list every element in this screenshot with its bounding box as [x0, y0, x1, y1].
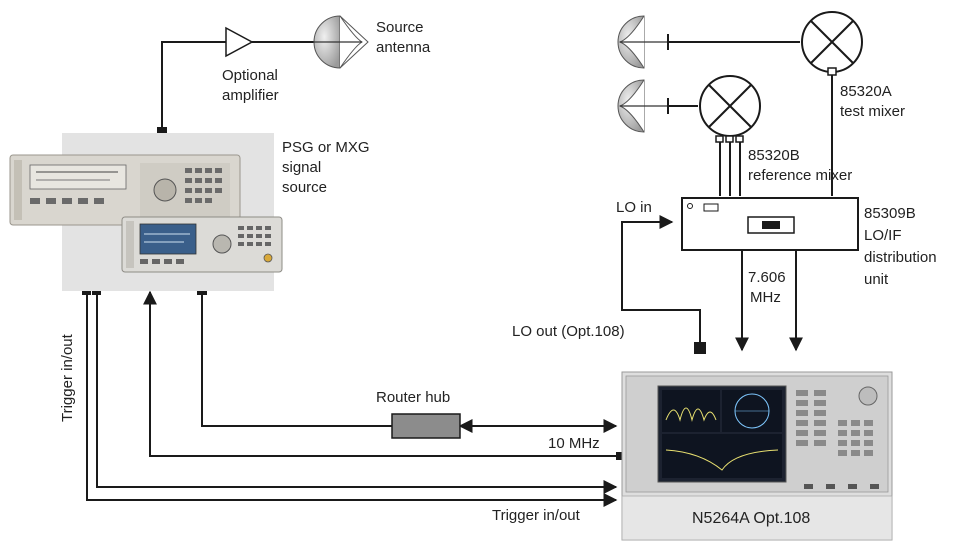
svg-text:7.606: 7.606: [748, 269, 786, 286]
svg-text:unit: unit: [864, 271, 889, 288]
reference-antenna-icon: [618, 80, 668, 132]
svg-text:amplifier: amplifier: [222, 87, 279, 104]
trigger-left-label: Trigger in/out: [59, 333, 76, 422]
svg-text:antenna: antenna: [376, 39, 431, 56]
signal-source-instruments: [10, 133, 282, 291]
reference-mixer-label: 85320B reference mixer: [748, 147, 852, 184]
svg-text:85320A: 85320A: [840, 83, 892, 100]
optional-amplifier-label: Optional amplifier: [222, 67, 279, 104]
ten-mhz-cable: [150, 292, 620, 456]
reference-mixer-icon: [700, 76, 760, 142]
amplifier-symbol: [226, 28, 252, 56]
router-hub-label: Router hub: [376, 389, 450, 406]
svg-text:distribution: distribution: [864, 249, 937, 266]
signal-source-label: PSG or MXG signal source: [282, 139, 370, 196]
svg-text:source: source: [282, 179, 327, 196]
svg-text:reference mixer: reference mixer: [748, 167, 852, 184]
svg-text:85320B: 85320B: [748, 147, 800, 164]
lo-out-port: [694, 342, 706, 354]
router-hub-box: [392, 414, 460, 438]
svg-text:PSG or MXG: PSG or MXG: [282, 139, 370, 156]
source-to-router-cable: [202, 291, 392, 426]
trigger-bottom-label: Trigger in/out: [492, 507, 581, 524]
test-mixer-label: 85320A test mixer: [840, 83, 905, 120]
svg-text:Source: Source: [376, 19, 424, 36]
lo-out-label: LO out (Opt.108): [512, 323, 625, 340]
ten-mhz-label: 10 MHz: [548, 435, 600, 452]
svg-text:test mixer: test mixer: [840, 103, 905, 120]
analyzer-label: N5264A Opt.108: [692, 510, 810, 527]
source-antenna-icon: [314, 16, 368, 68]
trigger-cable-2: [97, 291, 616, 487]
source-to-amplifier-cable: [162, 42, 226, 130]
test-antenna-icon: [618, 16, 668, 68]
distribution-unit-label: 85309B LO/IF distribution unit: [864, 205, 937, 288]
test-mixer-icon: [802, 12, 862, 75]
svg-text:MHz: MHz: [750, 289, 781, 306]
svg-text:LO/IF: LO/IF: [864, 227, 902, 244]
lo-in-label: LO in: [616, 199, 652, 216]
distribution-unit-box: [682, 198, 858, 250]
svg-text:Optional: Optional: [222, 67, 278, 84]
source-antenna-label: Source antenna: [376, 19, 431, 56]
if-frequency-label: 7.606 MHz: [748, 269, 786, 306]
svg-text:85309B: 85309B: [864, 205, 916, 222]
svg-text:signal: signal: [282, 159, 321, 176]
